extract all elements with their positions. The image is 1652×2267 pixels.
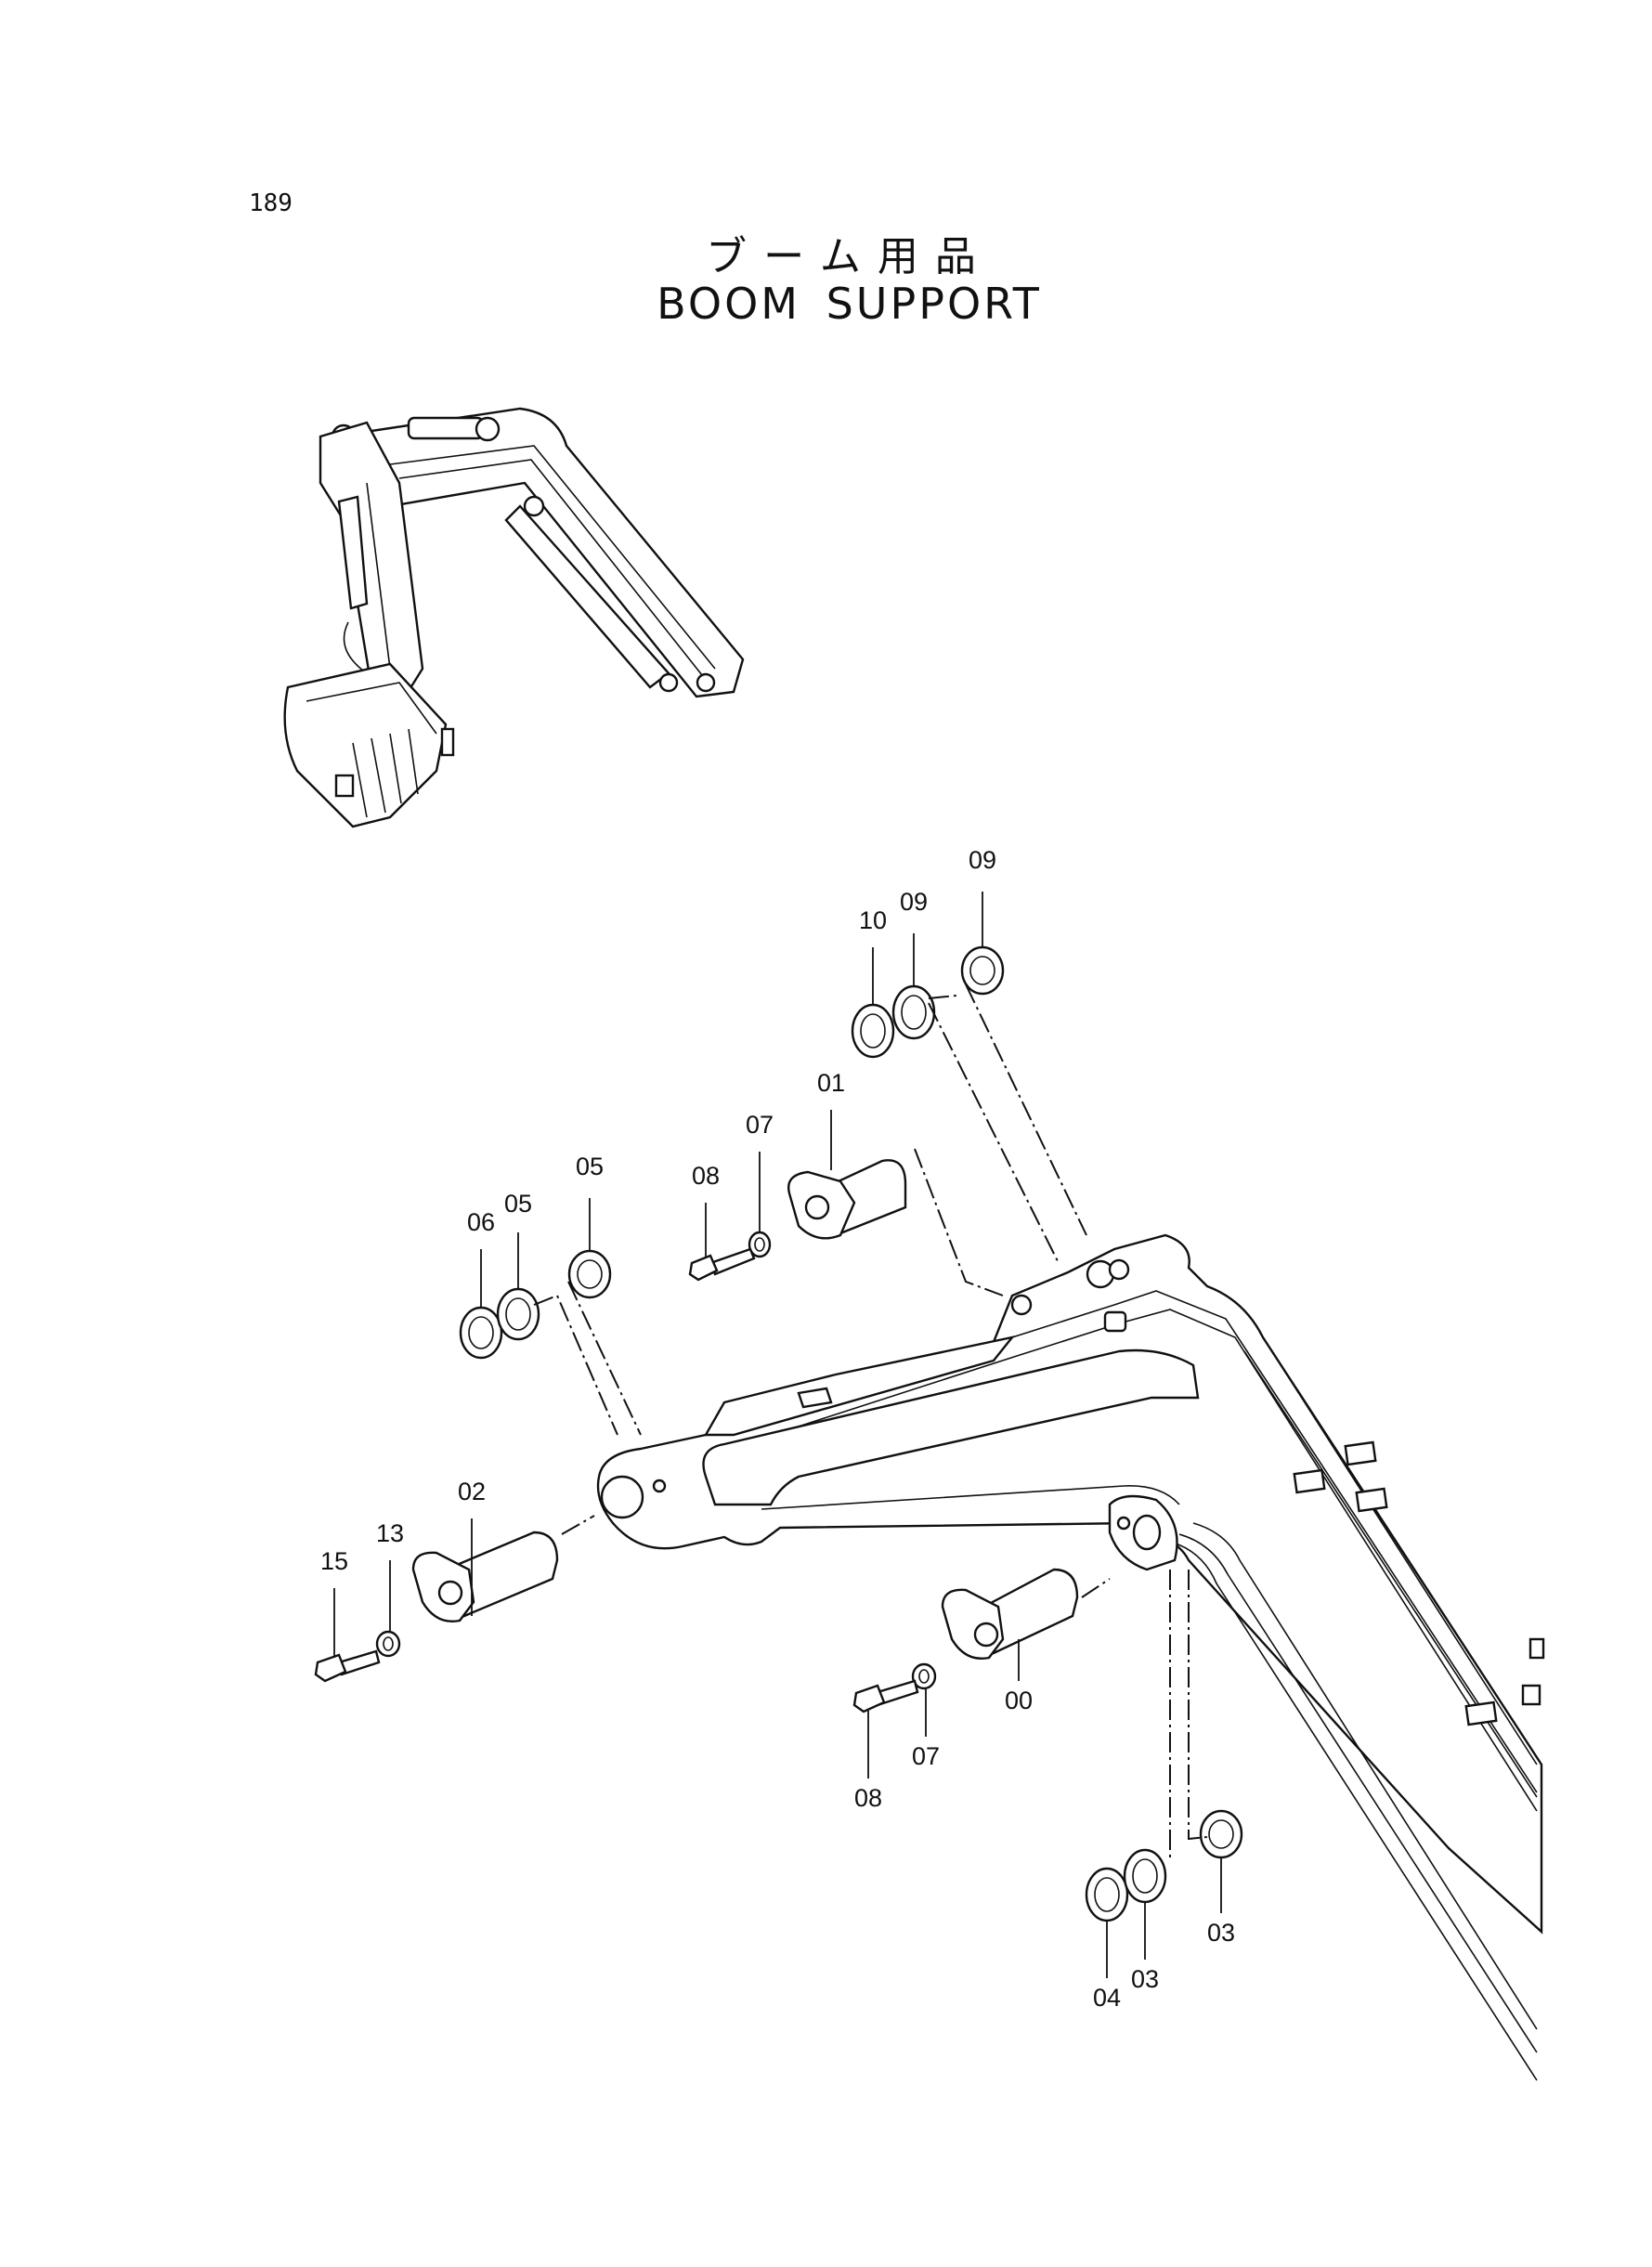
callout-05: 05 [504, 1190, 532, 1218]
callout-08: 08 [854, 1784, 882, 1812]
pin-01 [787, 1159, 907, 1240]
shim-06 [459, 1306, 503, 1360]
page-number: 189 [249, 189, 293, 217]
bolt-15 [314, 1649, 381, 1683]
callout-04: 04 [1093, 1984, 1121, 2012]
boom-detail-drawing [596, 1233, 1545, 2081]
callout-09: 09 [900, 888, 928, 916]
shim-09-left [891, 984, 936, 1040]
callout-00: 00 [1005, 1687, 1033, 1714]
callout-03: 03 [1207, 1919, 1235, 1947]
callout-09: 09 [969, 846, 996, 874]
callout-labels: 09 09 10 05 05 06 01 07 08 02 13 15 00 0… [320, 846, 1235, 2012]
shim-03-left [1123, 1848, 1167, 1904]
assembly-lines [533, 984, 1208, 1862]
callout-15: 15 [320, 1547, 348, 1575]
washer-13 [375, 1630, 401, 1658]
callout-02: 02 [458, 1478, 486, 1505]
title-japanese: ブーム用品 [706, 233, 993, 280]
callout-07: 07 [912, 1742, 940, 1770]
callout-01: 01 [817, 1069, 845, 1097]
callout-07: 07 [746, 1111, 774, 1139]
shim-05-right [567, 1249, 612, 1299]
bolt-08-top [688, 1247, 756, 1282]
callout-13: 13 [376, 1519, 404, 1547]
callout-10: 10 [859, 906, 887, 934]
shim-04 [1085, 1867, 1129, 1922]
callout-03: 03 [1131, 1965, 1159, 1993]
callout-05: 05 [576, 1153, 604, 1180]
callout-06: 06 [467, 1208, 495, 1236]
shim-10 [851, 1003, 895, 1059]
pin-02 [411, 1531, 559, 1622]
leader-lines [333, 892, 1222, 1978]
title-english: BOOM SUPPORT [657, 279, 1042, 329]
bolt-08-bottom [852, 1679, 919, 1713]
washer-07-bottom [911, 1662, 937, 1690]
excavator-overview-illustration [283, 407, 745, 828]
shim-09-right [960, 945, 1005, 996]
callout-08: 08 [692, 1162, 720, 1190]
shim-05-left [496, 1287, 540, 1341]
shim-03-right [1199, 1809, 1243, 1859]
pin-00 [941, 1568, 1079, 1660]
